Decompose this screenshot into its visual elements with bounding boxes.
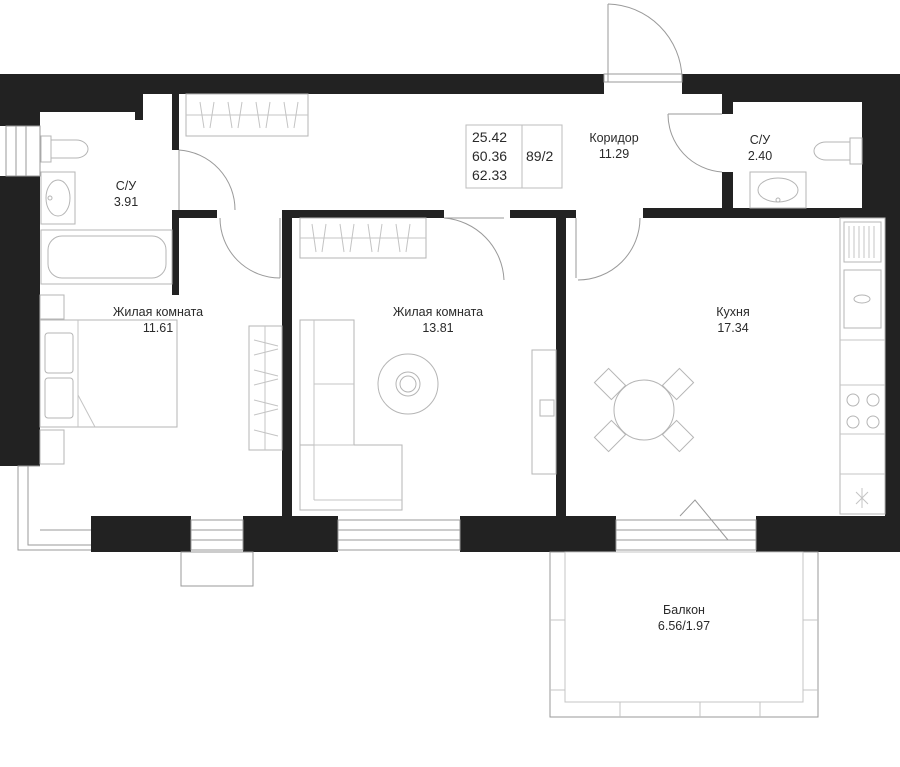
wall-bath-left-right — [172, 94, 179, 150]
window-bottom-2 — [337, 519, 461, 551]
room-name: Балкон — [663, 603, 705, 617]
wall-bottom-2 — [243, 516, 338, 552]
room-area: 3.91 — [113, 195, 139, 209]
wall-niche-edge — [135, 94, 143, 120]
wall-bottom-4 — [756, 516, 900, 552]
doors — [178, 113, 723, 281]
wall-top-left — [0, 74, 604, 94]
wall-right-end — [885, 94, 900, 552]
walls — [0, 74, 900, 552]
window-left-bath — [5, 125, 41, 177]
room-label-bathroom-right: С/У 2.40 — [748, 132, 772, 164]
area-total-with-balcony: 62.33 — [472, 167, 508, 183]
bed-icon — [39, 294, 178, 465]
wall-bath-left-right-lower — [172, 210, 179, 295]
area-living: 25.42 — [472, 129, 508, 145]
room-name: Жилая комната — [112, 305, 204, 319]
wardrobe-left-icon — [248, 325, 283, 451]
room-area: 11.29 — [598, 147, 630, 161]
room-label-corridor: Коридор 11.29 — [589, 130, 638, 162]
kitchen-counter-icon — [839, 217, 886, 515]
room-area: 17.34 — [717, 321, 749, 335]
wall-bottom-3 — [460, 516, 616, 552]
wall-living-left-right — [282, 210, 292, 516]
room-area: 13.81 — [422, 321, 454, 335]
window-bottom-1-sill — [180, 551, 254, 587]
wall-bath-right-left — [722, 94, 733, 114]
room-label-balcony: Балкон 6.56/1.97 — [658, 602, 710, 634]
wall-corridor-4 — [643, 208, 885, 218]
wall-corridor-1 — [179, 210, 217, 218]
room-area: 6.56/1.97 — [657, 619, 711, 633]
tv-unit-icon — [531, 349, 557, 475]
fixtures — [39, 93, 886, 515]
balcony — [549, 499, 819, 718]
wall-top-right — [682, 74, 900, 94]
wall-niche — [40, 94, 135, 112]
room-name: Жилая комната — [392, 305, 484, 319]
window-bottom-3 — [615, 519, 757, 551]
apartment-number: 89/2 — [526, 148, 554, 164]
room-label-living-left: Жилая комната 11.61 — [113, 304, 203, 336]
room-label-kitchen: Кухня 17.34 — [716, 304, 749, 336]
wall-living-mid-right — [556, 210, 566, 516]
room-label-living-middle: Жилая комната 13.81 — [393, 304, 483, 336]
wall-bottom-1 — [91, 516, 191, 552]
wall-corridor-2 — [282, 210, 444, 218]
apartment-areas: 25.42 60.36 62.33 — [472, 128, 507, 185]
dining-table-icon — [593, 367, 695, 453]
toilet-right-icon — [813, 137, 863, 165]
window-bottom-1 — [190, 519, 244, 551]
windows — [5, 3, 757, 587]
sink-right-icon — [749, 171, 807, 209]
wardrobe-middle-icon — [299, 217, 427, 259]
toilet-left-icon — [40, 135, 89, 163]
room-label-bathroom-left: С/У 3.91 — [114, 178, 138, 210]
sink-left-icon — [40, 171, 76, 225]
room-name: Коридор — [589, 131, 639, 145]
wall-bath-right-top — [722, 94, 862, 102]
sofa-icon — [299, 319, 403, 511]
wardrobe-corridor-icon — [185, 93, 309, 137]
wall-bath-right-left-lower — [722, 172, 733, 216]
room-name: Кухня — [716, 305, 750, 319]
bathtub-icon — [40, 229, 173, 285]
rug-icon — [377, 353, 439, 415]
wall-left — [0, 176, 40, 466]
room-name: С/У — [749, 133, 771, 147]
wall-corridor-3 — [510, 210, 576, 218]
room-name: С/У — [115, 179, 137, 193]
room-area: 11.61 — [142, 321, 174, 335]
wall-left-upper — [0, 94, 40, 126]
area-total: 60.36 — [472, 148, 508, 164]
room-area: 2.40 — [747, 149, 773, 163]
